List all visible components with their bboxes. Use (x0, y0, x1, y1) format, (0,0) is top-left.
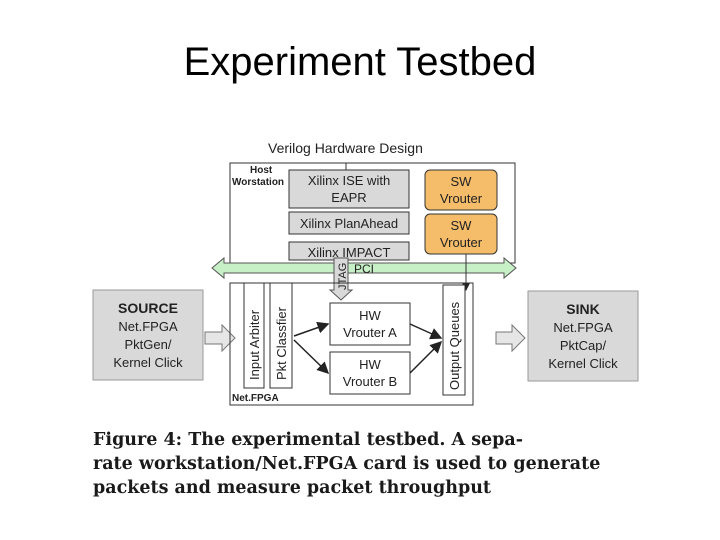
caption-word: sepa- (471, 430, 524, 450)
xilinx-planahead-box (288, 211, 410, 235)
caption-word: A (451, 430, 466, 450)
sw-vrouter-2-box (424, 213, 498, 255)
caption-word: testbed. (366, 430, 446, 450)
source-to-fpga-arrow (204, 323, 236, 353)
source-label-2: Net.FPGA (118, 319, 178, 334)
caption-word: workstation/Net.FPGA (138, 454, 358, 474)
figure-caption: Figure 4: The experimental testbed. A se… (93, 428, 653, 500)
input-arbiter-label: Input Arbiter (247, 309, 262, 380)
caption-word: to (487, 454, 508, 474)
host-label-1: Host (250, 165, 273, 176)
sw-vrouter-2-label-1: SW (451, 218, 473, 233)
b-to-queues-arrow (409, 340, 443, 374)
xilinx-impact-label: Xilinx IMPACT (308, 245, 391, 260)
classifier-to-b-arrow (293, 339, 330, 375)
jtag-label: JTAG (337, 263, 349, 290)
pci-label: PCI (354, 262, 374, 276)
sink-label-1: SINK (566, 301, 599, 317)
sw-vrouter-1-label-1: SW (451, 174, 473, 189)
input-arbiter-box (243, 282, 265, 389)
verilog-header: Verilog Hardware Design (268, 140, 423, 156)
output-queues-box (442, 284, 466, 396)
sw-vrouter-2-label-2: Vrouter (440, 235, 483, 250)
sink-label-2: Net.FPGA (553, 320, 613, 335)
xilinx-planahead-label: Xilinx PlanAhead (300, 216, 398, 231)
sw-vrouter-1-label-2: Vrouter (440, 191, 483, 206)
caption-word: rate (93, 454, 133, 474)
a-to-queues-arrow (409, 323, 443, 340)
slide-title: Experiment Testbed (183, 40, 537, 84)
pci-bus-arrow (211, 256, 517, 280)
caption-word: generate (513, 454, 601, 474)
pkt-classifier-label: Pkt Classfier (274, 306, 289, 380)
netfpga-label: Net.FPGA (232, 393, 279, 404)
caption-word: used (435, 454, 482, 474)
hw-vrouter-a-label-2: Vrouter A (343, 325, 397, 340)
fpga-to-sink-arrow (495, 323, 526, 353)
hw-vrouter-b-label-2: Vrouter B (343, 374, 397, 389)
output-queues-label: Output Queues (447, 301, 462, 390)
sink-box (527, 290, 639, 382)
hw-vrouter-b-label-1: HW (359, 357, 381, 372)
caption-word: Figure (93, 430, 158, 450)
caption-word: The (188, 430, 226, 450)
sink-label-3: PktCap/ (560, 338, 607, 353)
xilinx-ise-label-2: EAPR (331, 190, 366, 205)
hw-vrouter-a-label-1: HW (359, 308, 381, 323)
host-label-2: Worstation (232, 177, 284, 188)
caption-line-2: rate workstation/Net.FPGA card is used t… (93, 452, 641, 476)
caption-word: is (412, 454, 430, 474)
hw-vrouter-b-box (329, 351, 411, 395)
hw-vrouter-a-box (329, 302, 411, 346)
caption-line-1: Figure 4: The experimental testbed. A se… (93, 428, 641, 452)
caption-word: card (363, 454, 407, 474)
xilinx-ise-box (288, 169, 410, 209)
jtag-arrow (328, 257, 354, 301)
source-box (92, 289, 204, 381)
pkt-classifier-box (269, 282, 293, 389)
caption-line-3: packets and measure packet throughput (93, 478, 492, 498)
classifier-to-a-arrow (293, 321, 330, 337)
source-label-4: Kernel Click (113, 355, 183, 370)
source-label-3: PktGen/ (125, 337, 172, 352)
source-label-1: SOURCE (118, 300, 178, 316)
sw-vrouter-1-box (424, 169, 498, 211)
caption-word: experimental (231, 430, 361, 450)
xilinx-impact-box (288, 241, 410, 261)
sink-label-4: Kernel Click (548, 356, 618, 371)
xilinx-ise-label-1: Xilinx ISE with (308, 173, 390, 188)
caption-word: 4: (163, 430, 183, 450)
